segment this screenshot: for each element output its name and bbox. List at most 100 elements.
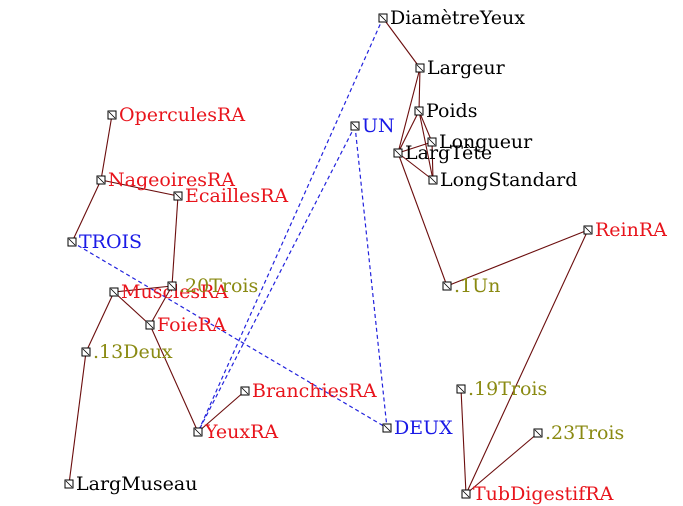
node-label: Poids [426,100,477,122]
node-label: NageoiresRA [108,169,235,191]
node-musclesra[interactable]: MusclesRA [109,281,228,303]
node-marker-tick [394,149,402,157]
node-marker-tick [457,385,465,393]
node-trois23[interactable]: .23Trois [533,422,624,444]
node-label: EcaillesRA [185,185,288,207]
edge-longueur-longstandard [431,141,434,181]
edge-un1-reinra [446,229,589,287]
node-trois19[interactable]: .19Trois [456,378,547,400]
edge-trois23-tubdigestifra [465,432,539,495]
edge-nageoiresra-ecaillesra [100,179,179,197]
edge-poids-largtete [397,110,420,154]
node-label: MusclesRA [121,281,228,303]
edge-yeuxra-branchiesra [197,390,246,433]
node-label: .19Trois [468,378,547,400]
edge-ecaillesra-trois20 [171,195,179,287]
node-label: DEUX [394,417,453,439]
node-marker-tick [146,321,154,329]
node-deux[interactable]: DEUX [382,417,453,439]
node-label: LongStandard [440,169,577,191]
edge-reinra-tubdigestifra [465,229,589,495]
node-label: LargMuseau [76,473,197,495]
dashed-edge-diametreyeux-yeuxra [197,17,384,433]
node-marker-tick [174,192,182,200]
edge-largeur-poids [418,67,421,112]
node-label: .13Deux [93,341,173,363]
node-longstandard[interactable]: LongStandard [428,169,577,191]
node-marker-tick [65,480,73,488]
edge-deux13-largmuseau [68,351,87,485]
node-branchiesra[interactable]: BranchiesRA [240,380,377,402]
node-label: OperculesRA [119,104,245,126]
node-label: Largeur [427,57,506,79]
node-marker-tick [379,14,387,22]
node-foiera[interactable]: FoieRA [145,314,226,336]
node-marker-tick [97,176,105,184]
edge-musclesra-foiera [113,291,151,326]
node-label: ReinRA [595,219,667,241]
node-marker-tick [462,490,470,498]
node-ecaillesra[interactable]: EcaillesRA [173,185,288,207]
node-label: TubDigestifRA [473,483,614,505]
node-label: .1Un [454,275,500,297]
node-label: UN [362,115,395,137]
node-label: BranchiesRA [252,380,377,402]
node-marker-tick [584,226,592,234]
node-diametreyeux[interactable]: DiamètreYeux [378,7,525,29]
node-marker-tick [241,387,249,395]
node-marker-tick [383,424,391,432]
node-tubdigestifra[interactable]: TubDigestifRA [461,483,614,505]
node-marker-tick [428,138,436,146]
dashed-edge-un-yeuxra [197,125,356,433]
node-marker-tick [194,428,202,436]
node-un[interactable]: UN [350,115,395,137]
node-longueur[interactable]: Longueur [427,131,533,153]
node-largtete[interactable]: LargTête [393,142,492,164]
diagram-nodes: DiamètreYeuxLargeurPoidsLongueurLargTête… [64,7,667,505]
node-label: .23Trois [545,422,624,444]
node-label: .20Trois [179,275,258,297]
edge-largtete-un1 [397,152,448,287]
node-marker-tick [68,238,76,246]
edge-foiera-yeuxra [149,324,199,433]
node-operculesra[interactable]: OperculesRA [107,104,245,126]
node-marker-tick [168,282,176,290]
dashed-edges [71,17,388,433]
edge-largtete-longstandard [397,152,434,181]
node-largmuseau[interactable]: LargMuseau [64,473,197,495]
dashed-edge-un-deux [354,125,388,429]
node-marker-tick [110,288,118,296]
node-marker-tick [82,348,90,356]
node-trois20[interactable]: .20Trois [167,275,258,297]
edge-poids-longstandard [418,110,434,181]
edge-largeur-largtete [397,67,421,154]
node-label: FoieRA [157,314,226,336]
node-deux13[interactable]: .13Deux [81,341,173,363]
node-marker-tick [415,107,423,115]
edge-operculesra-nageoiresra [100,114,113,181]
node-trois[interactable]: TROIS [67,231,142,253]
node-yeuxra[interactable]: YeuxRA [193,421,278,443]
node-label: DiamètreYeux [390,7,525,29]
dashed-edge-trois-deux [71,241,388,429]
edge-poids-longueur [418,110,433,143]
node-label: LargTête [405,142,492,164]
edge-trois19-tubdigestifra [460,388,467,495]
solid-edges [68,17,589,495]
node-marker-tick [416,64,424,72]
edge-trois20-foiera [149,285,173,326]
node-reinra[interactable]: ReinRA [583,219,667,241]
edge-trois20-musclesra [113,285,173,293]
node-label: Longueur [439,131,533,153]
node-marker-tick [443,282,451,290]
edge-nageoiresra-trois [71,179,102,243]
node-label: YeuxRA [204,421,278,443]
node-label: TROIS [79,231,142,253]
node-un1[interactable]: .1Un [442,275,500,297]
node-poids[interactable]: Poids [414,100,477,122]
node-marker-tick [108,111,116,119]
node-largeur[interactable]: Largeur [415,57,506,79]
node-nageoiresra[interactable]: NageoiresRA [96,169,235,191]
node-marker-tick [534,429,542,437]
